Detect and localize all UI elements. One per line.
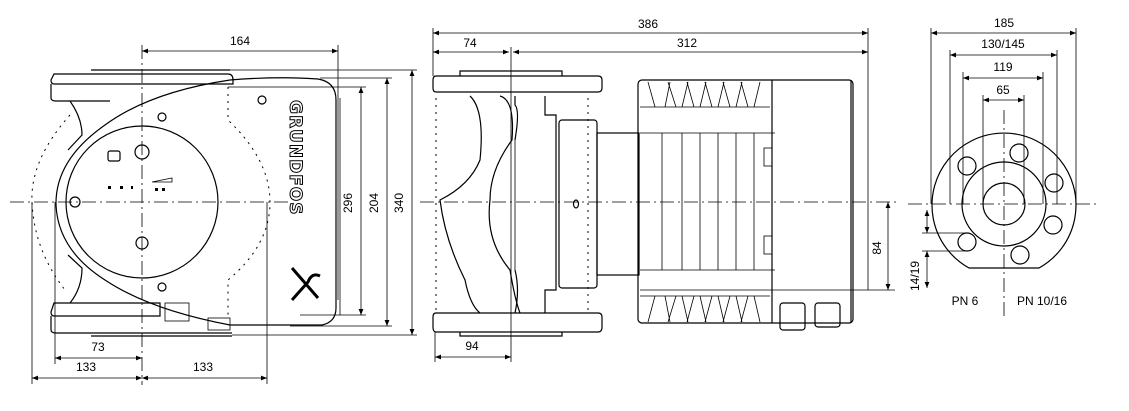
clip-icon <box>763 147 773 167</box>
side-view: 386 74 312 84 94 <box>420 17 900 362</box>
signal-connector <box>814 302 841 328</box>
display-button <box>107 150 121 162</box>
dim-label-133-right: 133 <box>193 360 213 374</box>
bolt-holes <box>957 143 1064 265</box>
pump-housing <box>544 96 557 313</box>
screw-icon <box>257 95 267 105</box>
dim-label-340: 340 <box>392 193 406 213</box>
dim-label-73: 73 <box>91 340 105 354</box>
flange-ring <box>961 161 1047 247</box>
volute-mid <box>488 95 521 314</box>
dim-label-130-145: 130/145 <box>981 37 1025 51</box>
dim-label-65: 65 <box>996 83 1010 97</box>
bottom-flange <box>50 302 232 334</box>
power-indicator-icon <box>134 144 150 160</box>
dim-label-84: 84 <box>870 241 884 255</box>
volute-neck <box>514 96 519 314</box>
motor-housing <box>55 77 337 326</box>
led-indicators <box>108 177 173 191</box>
dim-label-312: 312 <box>677 36 697 50</box>
dim-label-74: 74 <box>463 36 477 50</box>
vent-screw-icon <box>572 199 580 209</box>
grundfos-x-logo <box>290 267 321 301</box>
pump-neck-bottom <box>67 254 83 304</box>
dim-label-296: 296 <box>341 193 355 213</box>
control-panel-circle <box>65 125 219 279</box>
top-flange <box>432 75 603 93</box>
clip-icon <box>763 235 773 255</box>
flange-view: 185 130/145 119 65 14/19 PN 6 PN 10/16 <box>908 16 1098 320</box>
top-flange <box>50 73 234 102</box>
volute-left <box>439 95 482 314</box>
screw-icon <box>69 196 81 208</box>
mode-button-icon <box>135 236 149 250</box>
bottom-flange <box>432 312 603 333</box>
dim-label-133-left: 133 <box>76 360 96 374</box>
cable-connector <box>779 302 806 331</box>
screw-icon <box>157 112 167 122</box>
hidden-volute <box>31 114 71 291</box>
dim-label-185: 185 <box>994 16 1014 30</box>
dim-label-204: 204 <box>367 193 381 213</box>
flange-outline <box>931 132 1077 269</box>
dim-label-94: 94 <box>465 339 479 353</box>
pump-neck-top <box>67 100 83 151</box>
connector-box <box>207 317 231 331</box>
pn-10-16-label: PN 10/16 <box>1017 294 1067 308</box>
dim-label-119: 119 <box>993 60 1012 74</box>
front-view: GRUNDFOS 164 296 204 340 73 133 133 <box>10 34 417 385</box>
hidden-contour <box>435 98 589 313</box>
pn-6-label: PN 6 <box>952 294 979 308</box>
dim-label-386: 386 <box>638 17 658 31</box>
screw-icon <box>157 282 167 292</box>
dim-label-14-19: 14/19 <box>908 261 922 291</box>
hidden-contour <box>227 87 271 318</box>
dim-label-164: 164 <box>230 34 250 48</box>
connector-box <box>164 302 190 322</box>
motor-neck <box>596 132 640 276</box>
grundfos-logo: GRUNDFOS <box>285 100 305 216</box>
motor-stator <box>637 79 854 324</box>
